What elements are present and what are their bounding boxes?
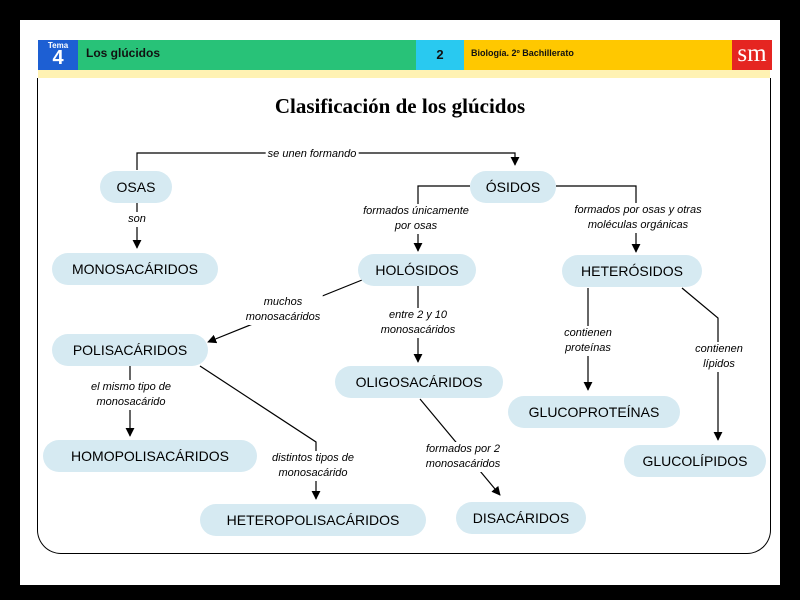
content-frame xyxy=(37,78,771,554)
label-line: distintos tipos de xyxy=(272,452,354,464)
label-line: lípidos xyxy=(703,358,735,370)
label-contienen-lipidos: contienen lípidos xyxy=(693,342,745,372)
label-mismo-tipo: el mismo tipo de monosacárido xyxy=(88,380,174,410)
header-stripe xyxy=(38,70,770,78)
slide xyxy=(20,20,780,585)
label-line: entre 2 y 10 xyxy=(388,309,448,321)
node-oligosacaridos: OLIGOSACÁRIDOS xyxy=(335,366,503,398)
tema-badge: Tema 4 xyxy=(38,40,78,70)
unit-title-band: Los glúcidos xyxy=(78,40,416,70)
label-line: monosacáridos xyxy=(245,311,321,323)
line-heterosidos-to-glucolipidos xyxy=(681,287,723,441)
node-glucolipidos: GLUCOLÍPIDOS xyxy=(624,445,766,477)
page-number: 2 xyxy=(436,47,444,62)
label-line: contienen xyxy=(695,343,743,355)
label-line: formados por osas y otras xyxy=(574,204,702,216)
page-title: Clasificación de los glúcidos xyxy=(274,94,526,118)
label-line: monosacáridos xyxy=(425,458,501,470)
tema-number: 4 xyxy=(52,47,64,69)
label-formados-por-2: formados por 2 monosacáridos xyxy=(423,442,503,472)
node-homopolisacaridos: HOMOPOLISACÁRIDOS xyxy=(43,440,257,472)
label-muchos-monosacaridos: muchos monosacáridos xyxy=(243,295,323,325)
course-band: Biología. 2º Bachillerato xyxy=(464,40,770,70)
node-osidos: ÓSIDOS xyxy=(470,171,556,203)
course-label: Biología. 2º Bachillerato xyxy=(471,48,574,58)
node-heterosidos: HETERÓSIDOS xyxy=(562,255,702,287)
label-line: proteínas xyxy=(565,342,611,354)
label-line: moléculas orgánicas xyxy=(587,219,689,231)
label-line: muchos xyxy=(263,296,303,308)
label-line: monosacárido xyxy=(278,467,348,479)
header-bar: Tema 4 Los glúcidos 2 Biología. 2º Bachi… xyxy=(38,40,770,70)
label-distintos-tipos: distintos tipos de monosacárido xyxy=(270,451,356,481)
label-formados-unicamente: formados únicamente por osas xyxy=(361,204,471,234)
node-polisacaridos: POLISACÁRIDOS xyxy=(52,334,208,366)
tema-label: Tema xyxy=(47,41,69,50)
node-osas: OSAS xyxy=(100,171,172,203)
label-line: monosacárido xyxy=(96,396,166,408)
node-heteropolisacaridos: HETEROPOLISACÁRIDOS xyxy=(200,504,426,536)
label-line: por osas xyxy=(394,220,438,232)
label-line: formados únicamente xyxy=(363,205,469,217)
label-son: son xyxy=(126,212,148,227)
node-monosacaridos: MONOSACÁRIDOS xyxy=(52,253,218,285)
node-holosidos: HOLÓSIDOS xyxy=(358,254,476,286)
label-contienen-proteinas: contienen proteínas xyxy=(562,326,614,356)
label-line: el mismo tipo de xyxy=(90,381,172,393)
label-entre-2-y-10: entre 2 y 10 monosacáridos xyxy=(378,308,458,338)
label-formados-por-osas-y-otras: formados por osas y otras moléculas orgá… xyxy=(572,203,704,233)
label-line: contienen xyxy=(564,327,612,339)
label-se-unen-formando: se unen formando xyxy=(265,147,359,162)
label-line: formados por 2 xyxy=(426,443,500,455)
unit-title: Los glúcidos xyxy=(86,46,161,60)
page-number-band: 2 xyxy=(416,40,464,70)
label-line: monosacáridos xyxy=(380,324,456,336)
node-disacaridos: DISACÁRIDOS xyxy=(456,502,586,534)
node-glucoproteinas: GLUCOPROTEÍNAS xyxy=(508,396,680,428)
line-osidos-left xyxy=(417,185,470,195)
publisher-logo: sm xyxy=(732,40,772,70)
